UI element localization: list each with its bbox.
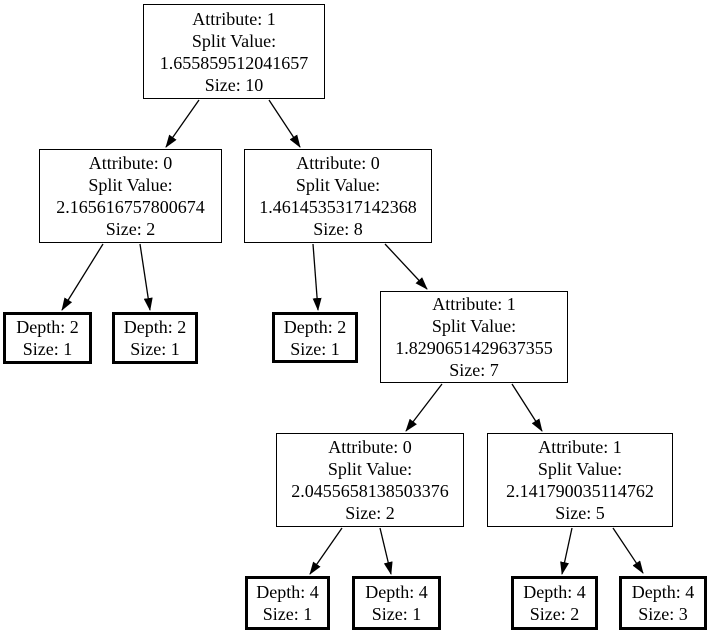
node-text-line: Size: 2 xyxy=(345,503,395,523)
tree-edge-n1-n3 xyxy=(61,243,104,311)
node-text-line: Size: 3 xyxy=(638,604,688,624)
node-text-line: Depth: 4 xyxy=(631,582,695,602)
node-text-line: 2.165616757800674 xyxy=(56,197,205,217)
tree-edge-n6-n8 xyxy=(511,383,543,432)
node-text-line: Attribute: 0 xyxy=(328,437,412,457)
node-text-line: 1.4614535317142368 xyxy=(259,197,417,217)
node-text-line: Split Value: xyxy=(88,175,173,195)
tree-edge-n0-n2 xyxy=(268,99,301,148)
tree-edge-n2-n6 xyxy=(384,243,428,290)
node-text-line: Split Value: xyxy=(431,316,517,336)
node-text-line: Size: 10 xyxy=(204,74,264,95)
node-text-line: Size: 2 xyxy=(105,219,156,239)
node-text-line: Attribute: 0 xyxy=(88,153,173,173)
node-text-line: 1.655859512041657 xyxy=(159,52,309,73)
tree-edge-n8-n12 xyxy=(612,527,644,574)
node-text-line: 2.0455658138503376 xyxy=(291,481,449,501)
node-text-line: Split Value: xyxy=(327,459,413,479)
node-text-line: Depth: 4 xyxy=(523,582,586,602)
tree-edge-n8-n11 xyxy=(560,527,573,575)
node-text-line: Size: 5 xyxy=(555,503,605,523)
node-text-line: Attribute: 1 xyxy=(538,437,622,457)
node-text-line: Size: 8 xyxy=(313,219,363,239)
node-text-line: Depth: 4 xyxy=(365,582,428,602)
node-text-line: Depth: 4 xyxy=(256,582,319,602)
node-text-line: Depth: 2 xyxy=(123,317,187,337)
node-text-line: Size: 1 xyxy=(262,604,313,624)
tree-edge-n7-n9 xyxy=(309,527,343,575)
tree-edge-n0-n1 xyxy=(165,99,200,148)
node-text-line: 1.8290651429637355 xyxy=(395,338,553,358)
node-text-line: Size: 2 xyxy=(529,604,580,624)
node-text-line: Size: 7 xyxy=(449,360,499,380)
node-text-line: Attribute: 0 xyxy=(296,153,380,173)
node-text-line: 2.141790035114762 xyxy=(506,481,654,501)
tree-edge-n6-n7 xyxy=(405,383,443,432)
node-text-line: Split Value: xyxy=(537,459,623,479)
tree-edge-n7-n10 xyxy=(379,527,393,575)
node-text-line: Size: 1 xyxy=(22,339,73,359)
tree-edge-n1-n4 xyxy=(139,243,153,311)
node-text-line: Split Value: xyxy=(295,175,381,195)
node-text-line: Size: 1 xyxy=(290,338,340,359)
node-text-line: Attribute: 1 xyxy=(432,294,516,314)
node-text-line: Depth: 2 xyxy=(283,316,347,337)
tree-edge-n2-n5 xyxy=(312,243,322,311)
node-text-line: Depth: 2 xyxy=(16,317,79,337)
node-text-line: Size: 1 xyxy=(130,339,180,359)
node-text-line: Size: 1 xyxy=(371,604,422,624)
node-text-line: Split Value: xyxy=(191,30,277,51)
node-text-line: Attribute: 1 xyxy=(192,8,276,29)
